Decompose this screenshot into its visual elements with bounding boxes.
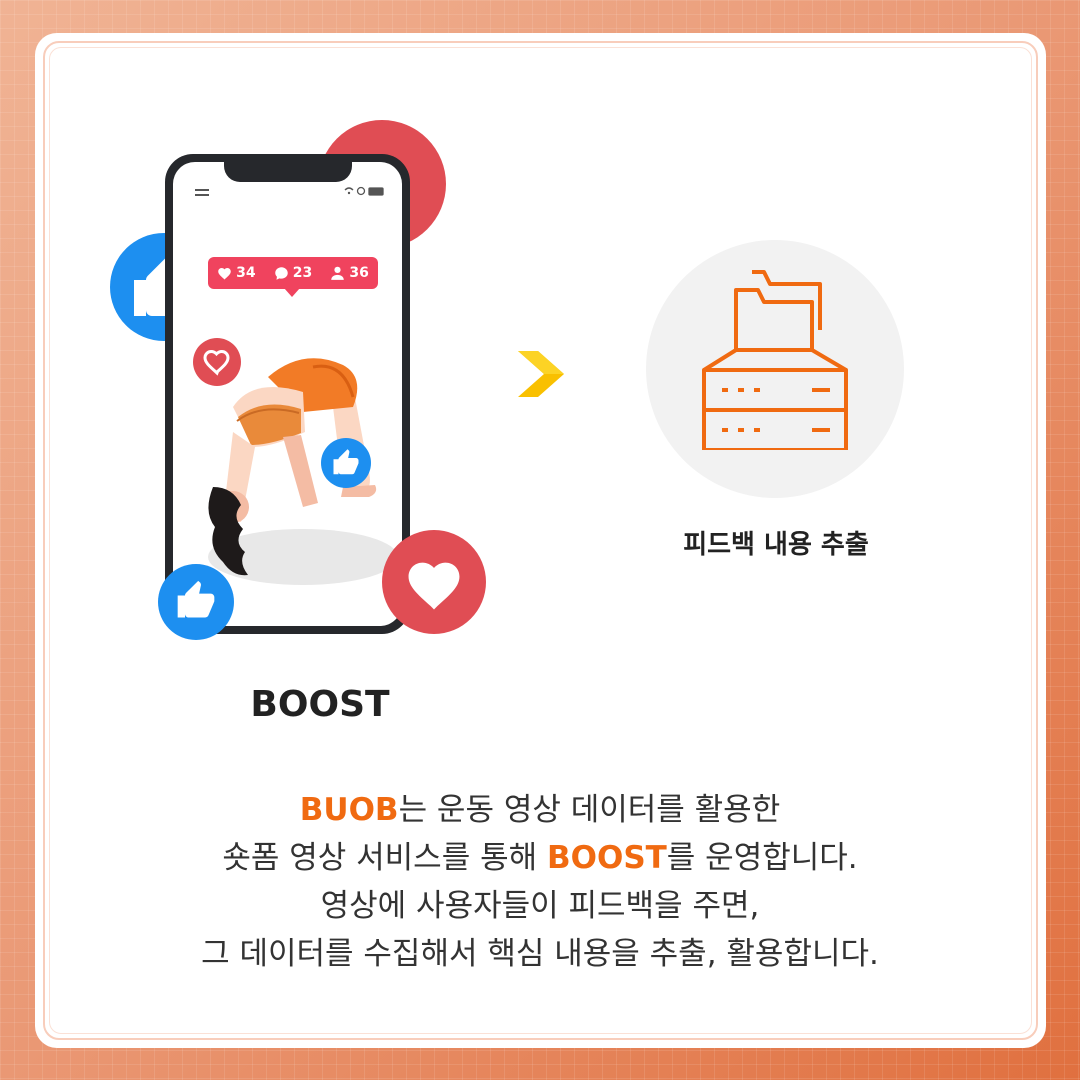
followers-stat: 36 [330, 265, 369, 281]
boost-title: BOOST [250, 684, 390, 725]
server-folder-icon [702, 270, 848, 450]
card-border-inner [49, 47, 1032, 1034]
comment-icon [274, 266, 288, 280]
phone-screen: 34 23 36 [173, 162, 402, 626]
status-bar-icon [344, 186, 384, 196]
thumbs-up-reaction-bubble [321, 438, 371, 488]
chevron-right-icon [518, 351, 564, 397]
heart-reaction-bubble-large [382, 530, 486, 634]
feedback-extraction-label: 피드백 내용 추출 [683, 530, 869, 560]
brand-boost: BOOST [546, 840, 667, 876]
server-icon-circle [646, 240, 904, 498]
likes-stat: 34 [217, 265, 256, 281]
thumbs-up-icon [333, 449, 359, 475]
brand-buob: BUOB [299, 792, 399, 828]
heart-icon [218, 268, 231, 280]
phone-notch [224, 162, 352, 182]
heart-icon [203, 349, 230, 376]
card-border [43, 41, 1038, 1040]
description-line-2: 숏폼 영상 서비스를 통해 BOOST를 운영합니다. [222, 840, 858, 876]
user-icon [331, 266, 345, 280]
description-line-4: 그 데이터를 수집해서 핵심 내용을 추출, 활용합니다. [201, 936, 879, 972]
engagement-stats-bubble: 34 23 36 [208, 257, 378, 297]
description-text: BUOB는 운동 영상 데이터를 활용한 숏폼 영상 서비스를 통해 BOOST… [60, 786, 1020, 978]
description-line-1: BUOB는 운동 영상 데이터를 활용한 [299, 792, 781, 828]
thumbs-up-reaction-bubble-large [158, 564, 234, 640]
thumbs-up-icon [177, 580, 215, 618]
menu-icon [195, 189, 209, 196]
comments-stat: 23 [274, 265, 312, 281]
heart-reaction-bubble [193, 338, 241, 386]
heart-icon [408, 562, 460, 610]
smartphone-illustration: 34 23 36 [165, 154, 410, 634]
description-line-3: 영상에 사용자들이 피드백을 주면, [320, 888, 760, 924]
